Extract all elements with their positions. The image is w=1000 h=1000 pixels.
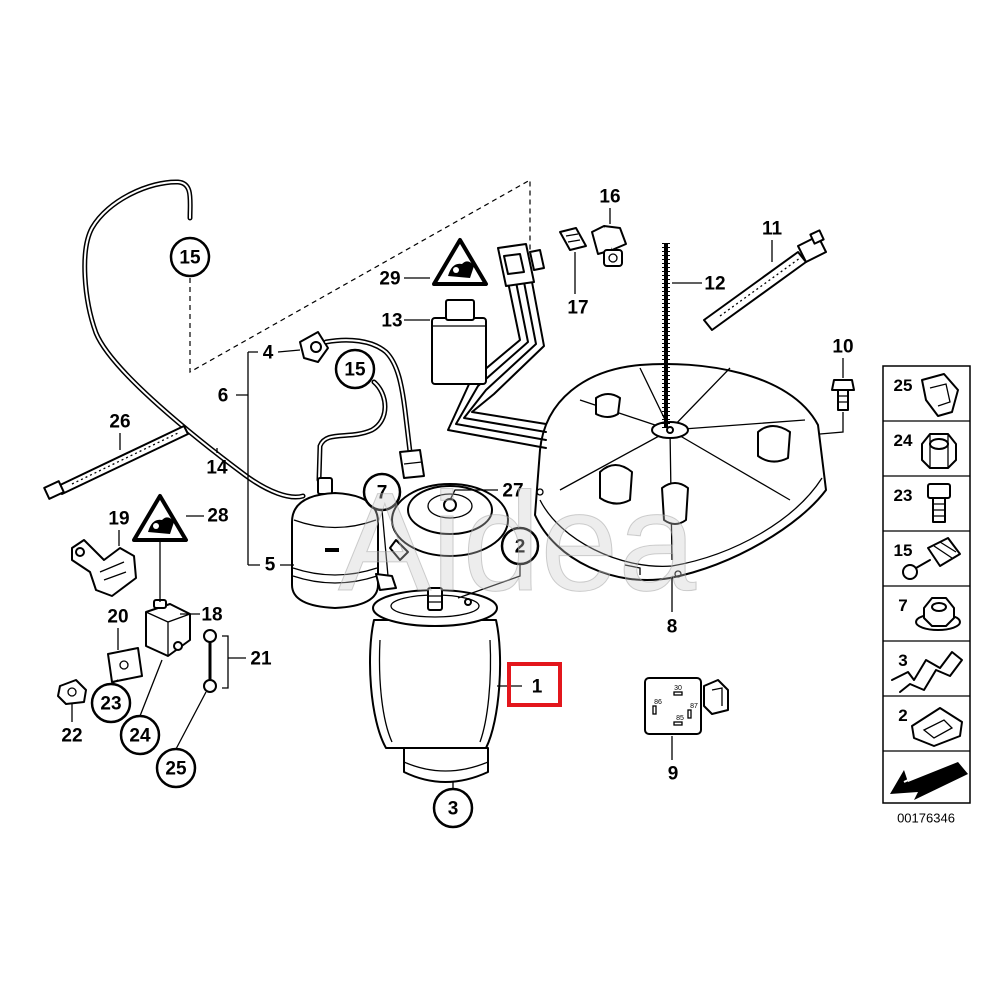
callout-ring bbox=[500, 526, 540, 566]
callout-17: 17 bbox=[567, 298, 588, 319]
line-fitting-4 bbox=[299, 331, 425, 479]
compressor-cover-8 bbox=[534, 362, 827, 582]
callout-ring bbox=[362, 472, 402, 512]
cable-tie-11 bbox=[703, 229, 827, 331]
callout-4: 4 bbox=[263, 343, 274, 364]
callout-18: 18 bbox=[201, 605, 222, 626]
relay-pin-87: 87 bbox=[690, 703, 698, 710]
relay-pin-86: 86 bbox=[654, 699, 662, 706]
legend-item-23: 23 bbox=[894, 486, 913, 505]
clip-17 bbox=[559, 227, 587, 251]
callout-ring bbox=[432, 787, 474, 829]
callout-26: 26 bbox=[109, 412, 130, 433]
callout-14: 14 bbox=[206, 458, 228, 479]
legend-item-3: 3 bbox=[898, 651, 907, 670]
callout-28: 28 bbox=[207, 506, 228, 527]
relay-9: 30 86 87 85 bbox=[644, 677, 729, 735]
collar-nut-icon bbox=[915, 597, 961, 631]
wiring-harness bbox=[447, 281, 547, 449]
callout-9: 9 bbox=[668, 764, 679, 785]
relay-pin-85: 85 bbox=[676, 715, 684, 722]
height-sensor-18 bbox=[145, 599, 191, 657]
bolt-10 bbox=[819, 379, 855, 435]
pressure-line-15-hose bbox=[316, 379, 388, 483]
pressure-line-14 bbox=[82, 179, 306, 500]
legend-item-25: 25 bbox=[894, 376, 913, 395]
callout-2: 2 bbox=[515, 537, 526, 558]
callout-ring bbox=[119, 714, 161, 756]
callout-21: 21 bbox=[250, 649, 272, 670]
legend-item-7: 7 bbox=[898, 596, 907, 615]
harness-connector bbox=[497, 243, 545, 287]
callout-13: 13 bbox=[381, 311, 402, 332]
highlight-box bbox=[507, 662, 562, 707]
callout-15-mid: 15 bbox=[344, 360, 366, 381]
callout-ring bbox=[90, 682, 132, 724]
callout-27: 27 bbox=[502, 481, 523, 502]
air-spring-1 bbox=[369, 587, 502, 783]
warning-triangle-28 bbox=[132, 494, 188, 542]
warning-triangle-icon bbox=[432, 238, 488, 286]
hex-bolt-icon bbox=[927, 483, 951, 523]
callout-11: 11 bbox=[762, 219, 783, 240]
warning-triangle-icon bbox=[132, 494, 188, 542]
callout-3: 3 bbox=[448, 799, 459, 820]
coupling-rod-21 bbox=[203, 629, 246, 693]
callout-ring bbox=[334, 348, 376, 390]
legend-item-2: 2 bbox=[898, 706, 907, 725]
bracket-20 bbox=[107, 647, 143, 683]
callout-1: 1 bbox=[532, 677, 543, 698]
wire-clip-icon bbox=[891, 651, 963, 693]
arrow-icon bbox=[890, 759, 968, 800]
retainer-16 bbox=[591, 225, 627, 267]
clip-22 bbox=[57, 679, 87, 705]
hex-nut-icon bbox=[921, 433, 957, 469]
callout-15-top: 15 bbox=[179, 248, 201, 269]
leader-lines bbox=[71, 208, 844, 789]
legend-item-24: 24 bbox=[894, 431, 913, 450]
callout-ring bbox=[155, 747, 197, 789]
line-connector-icon bbox=[902, 537, 961, 580]
callout-22: 22 bbox=[61, 726, 82, 747]
callout-23: 23 bbox=[100, 694, 121, 715]
callout-7: 7 bbox=[377, 483, 388, 504]
relay-pin-30: 30 bbox=[674, 685, 682, 692]
callout-ring bbox=[169, 236, 211, 278]
callout-8: 8 bbox=[667, 617, 678, 638]
cable-tie-26 bbox=[43, 425, 189, 500]
diagram-code: 00176346 bbox=[897, 811, 955, 826]
legend-item-15: 15 bbox=[894, 541, 913, 560]
callout-29: 29 bbox=[379, 269, 400, 290]
ride-height-sensor-19 bbox=[71, 539, 137, 597]
callout-6: 6 bbox=[218, 386, 229, 407]
warning-triangle-29 bbox=[432, 238, 488, 286]
spring-clip-icon bbox=[921, 373, 959, 417]
callout-10: 10 bbox=[832, 337, 853, 358]
watermark: Aidea bbox=[338, 463, 696, 620]
dashed-reference-lines bbox=[189, 178, 531, 374]
callout-24: 24 bbox=[129, 726, 151, 747]
pressure-accumulator-5 bbox=[291, 477, 397, 609]
retaining-clip-icon bbox=[911, 707, 963, 747]
callout-25: 25 bbox=[165, 759, 187, 780]
callout-5: 5 bbox=[265, 555, 276, 576]
callouts: 15 29 13 16 17 11 12 10 4 15 6 26 14 7 2… bbox=[61, 187, 854, 829]
callout-19: 19 bbox=[108, 509, 129, 530]
legend-panel: 25 24 23 15 7 3 bbox=[882, 365, 971, 826]
control-module-13 bbox=[431, 299, 487, 385]
callout-12: 12 bbox=[704, 274, 725, 295]
callout-16: 16 bbox=[599, 187, 620, 208]
support-bracket-27 bbox=[389, 483, 509, 561]
callout-20: 20 bbox=[107, 607, 128, 628]
